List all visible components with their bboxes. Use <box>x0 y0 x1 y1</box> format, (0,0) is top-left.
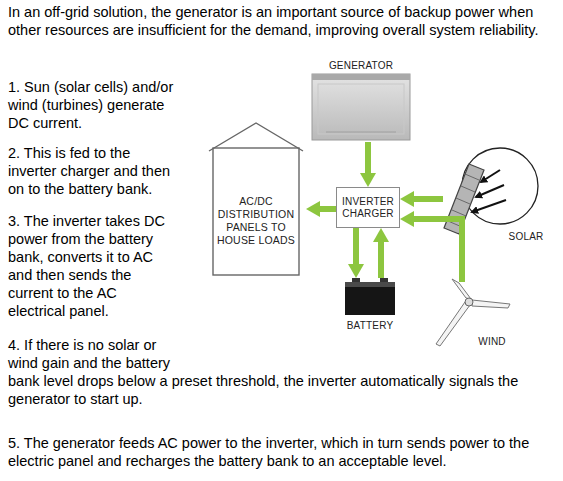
flow-arrow <box>378 240 384 278</box>
solar-illustration <box>444 148 538 234</box>
house-wall <box>213 148 299 275</box>
flow-arrow <box>318 206 336 212</box>
distribution-panel: AC/DC DISTRIBUTION PANELS TO HOUSE LOADS <box>206 121 306 277</box>
node-label: SOLAR <box>501 231 551 243</box>
node-label: WIND <box>470 336 514 348</box>
step-text: 2. This is fed to the inverter charger a… <box>8 144 176 198</box>
step-text: 3. The inverter takes DC power from the … <box>8 212 176 320</box>
flow-arrow <box>353 228 359 266</box>
solar-panel: SOLAR <box>443 140 553 245</box>
step-text: 4. If there is no solar or wind gain and… <box>8 336 561 408</box>
wind-turbine-illustration <box>436 279 510 346</box>
wind-turbine: WIND <box>430 282 518 350</box>
node-label: GENERATOR <box>305 60 417 72</box>
node-label: INVERTER CHARGER <box>337 196 399 220</box>
generator-box: GENERATOR <box>305 58 417 142</box>
inverter-charger-box: INVERTER CHARGER <box>336 187 400 228</box>
flow-arrow <box>412 196 443 202</box>
step-text: 5. The generator feeds AC power to the i… <box>8 434 563 470</box>
node-label: AC/DC DISTRIBUTION PANELS TO HOUSE LOADS <box>216 195 296 247</box>
flow-arrow <box>365 142 371 175</box>
step-text: 1. Sun (solar cells) and/or wind (turbin… <box>8 78 176 132</box>
battery: BATTERY <box>340 278 400 332</box>
flow-arrow <box>412 219 462 282</box>
intro-text: In an off-grid solution, the generator i… <box>8 3 560 39</box>
generator-illustration <box>312 74 410 140</box>
house-roof <box>209 123 303 151</box>
node-label: BATTERY <box>340 320 400 332</box>
battery-illustration <box>345 278 395 315</box>
